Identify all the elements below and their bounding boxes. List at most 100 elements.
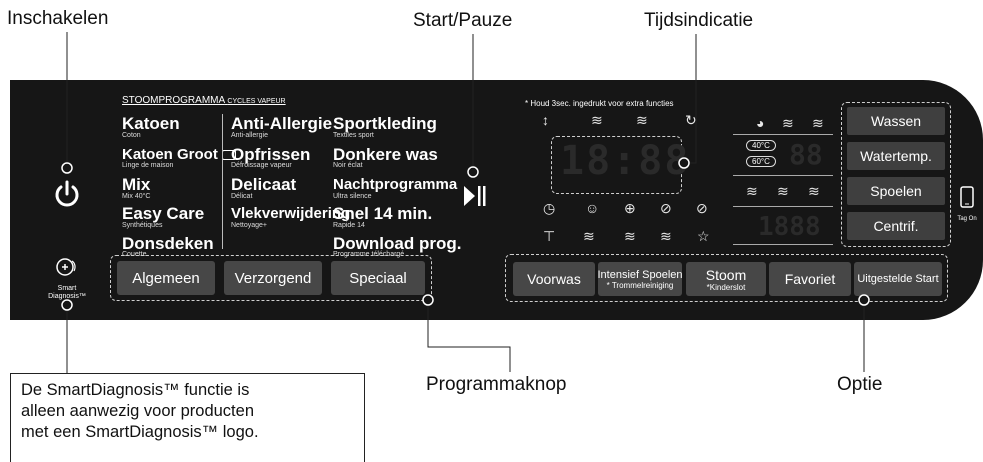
program-katoen[interactable]: Katoen	[122, 114, 180, 133]
note-line-3: met een SmartDiagnosis™ logo.	[21, 423, 259, 441]
program-katoen-sub: Coton	[122, 132, 141, 139]
right-indicator-divider-1	[733, 134, 833, 135]
program-sportkleding[interactable]: Sportkleding	[333, 114, 437, 133]
dry-icon: ↻	[685, 112, 697, 128]
no-wash-icon: ⊘	[660, 200, 672, 216]
steam-program-header-main: STOOMPROGRAMMA	[122, 95, 225, 106]
program-sportkleding-sub: Textiles sport	[333, 132, 374, 139]
program-donsdeken[interactable]: Donsdeken	[122, 234, 214, 253]
shirt-icon: ⊤	[543, 228, 556, 244]
program-download[interactable]: Download prog.	[333, 234, 462, 253]
child-lock-icon: ⊕	[624, 200, 636, 216]
option-button-uitgestelde-start[interactable]: Uitgestelde Start	[854, 262, 942, 296]
temp-60-badge: 60°C	[746, 156, 776, 167]
option-buttons-group	[505, 254, 948, 302]
steam-program-header: STOOMPROGRAMMA CYCLES VAPEUR	[122, 95, 286, 106]
option-favoriet-label: Favoriet	[784, 271, 836, 287]
smart-diagnosis-label-2: Diagnosis™	[48, 293, 86, 300]
program-button-algemeen[interactable]: Algemeen	[117, 261, 215, 295]
phone-tag-icon	[960, 186, 974, 208]
rinse-icon: ≋	[636, 112, 648, 128]
power-icon	[55, 180, 79, 207]
program-anti-allergie[interactable]: Anti-Allergie	[231, 114, 333, 133]
program-donkere-was-sub: Noir éclat	[333, 162, 363, 169]
right-button-spoelen[interactable]: Spoelen	[847, 177, 945, 205]
option-intensief-label: Intensief Spoelen	[597, 268, 683, 281]
right-button-watertemp[interactable]: Watertemp.	[847, 142, 945, 170]
option-button-intensief-spoelen[interactable]: Intensief Spoelen * Trommelreiniging	[597, 262, 683, 296]
timer-icon: ◷	[543, 200, 556, 216]
callout-start-label: Start/Pauze	[413, 10, 513, 31]
program-button-verzorgend[interactable]: Verzorgend	[224, 261, 322, 295]
tub-extra-icon: ≋	[624, 228, 636, 244]
program-donsdeken-sub: Couette	[122, 251, 147, 258]
note-line-1: De SmartDiagnosis™ functie is	[21, 381, 250, 399]
tag-on-label: Tag On	[957, 216, 977, 222]
program-opfrissen[interactable]: Opfrissen	[231, 145, 311, 164]
shirt-mode-icon: ≋	[812, 115, 824, 131]
tag-on-area[interactable]: Tag On	[955, 185, 979, 230]
right-button-wassen[interactable]: Wassen	[847, 107, 945, 135]
temp-40-badge: 40°C	[746, 140, 776, 151]
rinse-mode-icon: ≋	[746, 183, 758, 199]
power-button[interactable]	[51, 178, 83, 210]
spin-icon: ↕	[542, 112, 549, 128]
callout-time-label: Tijdsindicatie	[644, 10, 754, 31]
smart-diagnosis-label-1: Smart	[57, 285, 77, 292]
program-delicaat-sub: Délicat	[231, 193, 253, 200]
program-nachtprogramma-sub: Ultra silence	[333, 193, 372, 200]
option-intensief-sub: * Trommelreiniging	[606, 280, 674, 290]
favorite-star-icon: ☆	[697, 228, 710, 244]
program-katoen-groot-sub: Linge de maison	[122, 162, 174, 169]
program-nachtprogramma[interactable]: Nachtprogramma	[333, 176, 458, 193]
smart-diagnosis-note: De SmartDiagnosis™ functie is alleen aan…	[10, 373, 365, 462]
program-donkere-was[interactable]: Donkere was	[333, 145, 438, 164]
time-callout-dot	[678, 157, 690, 169]
wash-mode-icon: ≋	[782, 115, 794, 131]
callout-power-label: Inschakelen	[7, 8, 109, 29]
smart-callout-dot	[61, 299, 73, 311]
program-easy-care-sub: Synthétiques	[122, 222, 163, 229]
callout-option-label: Optie	[837, 374, 883, 395]
program-opfrissen-sub: Défroissage vapeur	[231, 162, 292, 169]
option-button-stoom[interactable]: Stoom *Kinderslot	[686, 262, 766, 296]
right-button-centrif[interactable]: Centrif.	[847, 212, 945, 240]
option-uitgestelde-label: Uitgestelde Start	[857, 273, 939, 285]
program-katoen-groot-label: Katoen Groot	[122, 146, 218, 163]
steam-program-header-sub: CYCLES VAPEUR	[227, 98, 286, 105]
time-display: 18:88	[560, 138, 691, 184]
program-mix[interactable]: Mix	[122, 175, 151, 194]
right-indicator-divider-2	[733, 175, 833, 176]
smart-diagnosis-icon	[56, 258, 76, 276]
program-vlekverwijdering-sub: Nettoyage+	[231, 222, 267, 229]
program-button-speciaal[interactable]: Speciaal	[331, 261, 425, 295]
program-anti-allergie-sub: Anti-allergie	[231, 132, 268, 139]
program-download-sub: Programme téléchargé	[333, 251, 405, 258]
power-callout-dot	[61, 162, 73, 174]
spin-mode-icon: ◕	[756, 115, 765, 131]
option-voorwas-label: Voorwas	[527, 271, 581, 287]
note-line-2: alleen aanwezig voor producten	[21, 402, 254, 420]
no-spin-icon: ⊘	[696, 200, 708, 216]
program-callout-dot	[422, 294, 434, 306]
temp-display: 88	[789, 138, 823, 171]
program-easy-care[interactable]: Easy Care	[122, 204, 205, 223]
callout-program-knob-label: Programmaknop	[426, 374, 567, 395]
program-snel-14-sub: Rapide 14	[333, 222, 365, 229]
program-vlekverwijdering[interactable]: Vlekverwijdering	[231, 205, 351, 222]
program-snel-14[interactable]: Snel 14 min.	[333, 204, 433, 223]
rinse-hold-icon: ≋	[808, 183, 820, 199]
tub-steam-icon: ≋	[660, 228, 672, 244]
hold-hint-text: * Houd 3sec. ingedrukt voor extra functi…	[525, 99, 674, 108]
option-button-voorwas[interactable]: Voorwas	[513, 262, 595, 296]
program-mix-sub: Mix 40°C	[122, 193, 151, 200]
option-button-favoriet[interactable]: Favoriet	[769, 262, 851, 296]
steam-icon: ☺	[585, 200, 600, 216]
start-pause-button[interactable]	[463, 183, 487, 209]
program-divider	[222, 114, 223, 249]
program-delicaat[interactable]: Delicaat	[231, 175, 297, 194]
tub-plus-icon: ≋	[583, 228, 595, 244]
wash-icon: ≋	[591, 112, 603, 128]
smart-diagnosis-area[interactable]: Smart Diagnosis™	[44, 256, 90, 304]
